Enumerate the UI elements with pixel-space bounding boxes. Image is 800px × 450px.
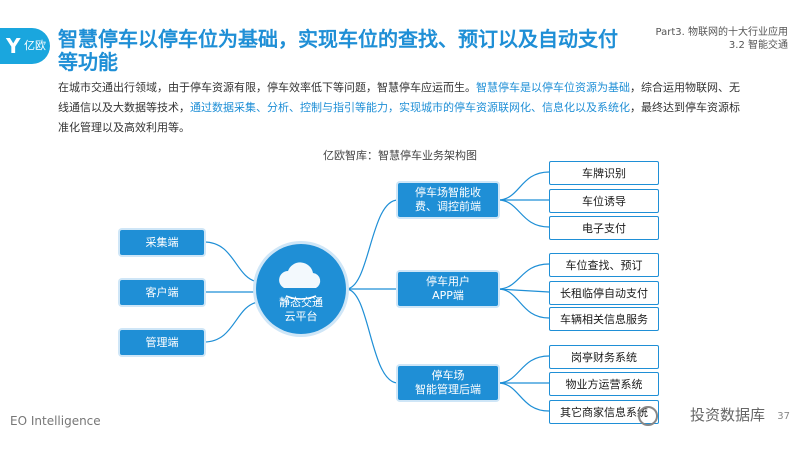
node-parking-fee-line1: 停车场智能收 <box>415 186 481 199</box>
page-title: 智慧停车以停车位为基础，实现车位的查找、预订以及自动支付等功能 <box>58 27 618 74</box>
wechat-icon <box>638 406 658 426</box>
leaf-property-ops: 物业方运营系统 <box>549 372 659 396</box>
leaf-e-payment: 电子支付 <box>549 216 659 240</box>
part-label: Part3. 物联网的十大行业应用 <box>655 27 788 38</box>
cloud-platform-node <box>256 244 346 334</box>
connector-leaf-3-3 <box>497 382 550 412</box>
leaf-vehicle-info: 车辆相关信息服务 <box>549 307 659 331</box>
connector-leaf-2-2 <box>497 288 550 293</box>
connector-left-3 <box>203 301 259 343</box>
diagram-caption: 亿欧智库：智慧停车业务架构图 <box>323 149 477 162</box>
page-number: 37 <box>777 411 790 422</box>
leaf-space-guidance: 车位诱导 <box>549 189 659 213</box>
leaf-plate-recognition: 车牌识别 <box>549 161 659 185</box>
yiou-logo: Y 亿欧 <box>0 28 50 64</box>
node-user-app-line1: 停车用户 <box>426 275 470 288</box>
intro-text-3: ，最终达到停车资源标准化管理以及高效利用等。 <box>58 101 740 134</box>
logo-text: 亿欧 <box>24 39 46 52</box>
node-parking-fee-line2: 费、调控前端 <box>415 200 481 213</box>
logo-y-icon: Y <box>6 34 21 58</box>
connector-leaf-3-1 <box>497 355 550 384</box>
cloud-label-line2: 云平台 <box>284 310 318 323</box>
watermark: 投资数据库 <box>689 406 765 424</box>
leaf-booth-finance: 岗亭财务系统 <box>549 345 659 369</box>
connector-leaf-2-1 <box>497 263 550 290</box>
leaf-space-booking: 车位查找、预订 <box>549 253 659 277</box>
node-parking-backend-line2: 智能管理后端 <box>415 383 481 396</box>
footer-brand: EO Intelligence <box>10 414 101 428</box>
node-parking-backend-line1: 停车场 <box>431 369 465 382</box>
connector-mid-1 <box>345 199 399 290</box>
node-parking-backend: 停车场 智能管理后端 <box>398 366 498 400</box>
node-collection: 采集端 <box>120 230 204 255</box>
intro-paragraph: 在城市交通出行领域，由于停车资源有限，停车效率低下等问题，智慧停车应运而生。智慧… <box>58 78 748 138</box>
node-client: 客户端 <box>120 280 204 305</box>
intro-highlight-2: 通过数据采集、分析、控制与指引等能力，实现城市的停车资源联网化、信息化以及系统化 <box>190 101 630 114</box>
intro-text-2: ，综合运用物联网、无线通信以及大数据等技术， <box>58 81 740 114</box>
section-info: Part3. 物联网的十大行业应用 3.2 智能交通 <box>656 26 788 52</box>
leaf-auto-payment: 长租临停自动支付 <box>549 281 659 305</box>
node-user-app-line2: APP端 <box>432 289 464 302</box>
node-parking-fee-frontend: 停车场智能收 费、调控前端 <box>398 183 498 217</box>
connector-leaf-1-1 <box>497 171 550 201</box>
connector-left-1 <box>203 241 259 283</box>
cloud-label-line1: 静态交通 <box>279 296 323 309</box>
node-user-app: 停车用户 APP端 <box>398 272 498 306</box>
connector-mid-3 <box>345 288 399 384</box>
cloud-platform-label: 静态交通 云平台 <box>256 296 346 324</box>
connector-leaf-2-3 <box>497 288 550 319</box>
connector-leaf-1-3 <box>497 199 550 228</box>
intro-highlight-1: 智慧停车是以停车位资源为基础 <box>476 81 630 94</box>
node-management: 管理端 <box>120 330 204 355</box>
cloud-icon <box>279 262 321 302</box>
intro-text-1: 在城市交通出行领域，由于停车资源有限，停车效率低下等问题，智慧停车应运而生。 <box>58 81 476 94</box>
subsection-label: 3.2 智能交通 <box>728 40 788 51</box>
